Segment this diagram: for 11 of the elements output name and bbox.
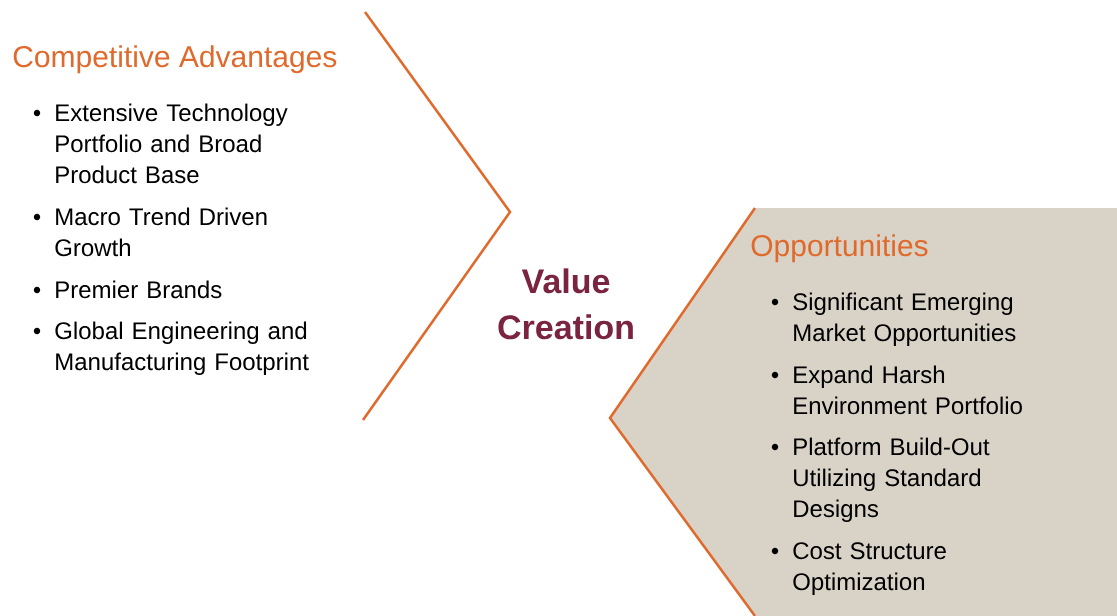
bullet-text: Expand Harsh Environment Portfolio [794, 365, 1022, 415]
bullet-text: Platform Build-Out Utilizing Standard Designs [794, 437, 990, 522]
section-heading: Opportunities [751, 234, 928, 263]
bullet-text: Macro Trend Driven Growth [55, 207, 267, 257]
section-heading: Competitive Advantages [13, 45, 337, 74]
bullet-text: Extensive Technology Portfolio and Broad Product Base [56, 103, 288, 184]
bullet-text: Significant Emerging Market Opportunities [793, 292, 1016, 346]
bullet-text: Global Engineering and Manufacturing Footprint [55, 321, 309, 375]
bullet-text: Premier Brands [56, 280, 222, 299]
bullet-text: Cost Structure Optimization [793, 542, 946, 595]
center-title: Value Creation [498, 268, 633, 340]
